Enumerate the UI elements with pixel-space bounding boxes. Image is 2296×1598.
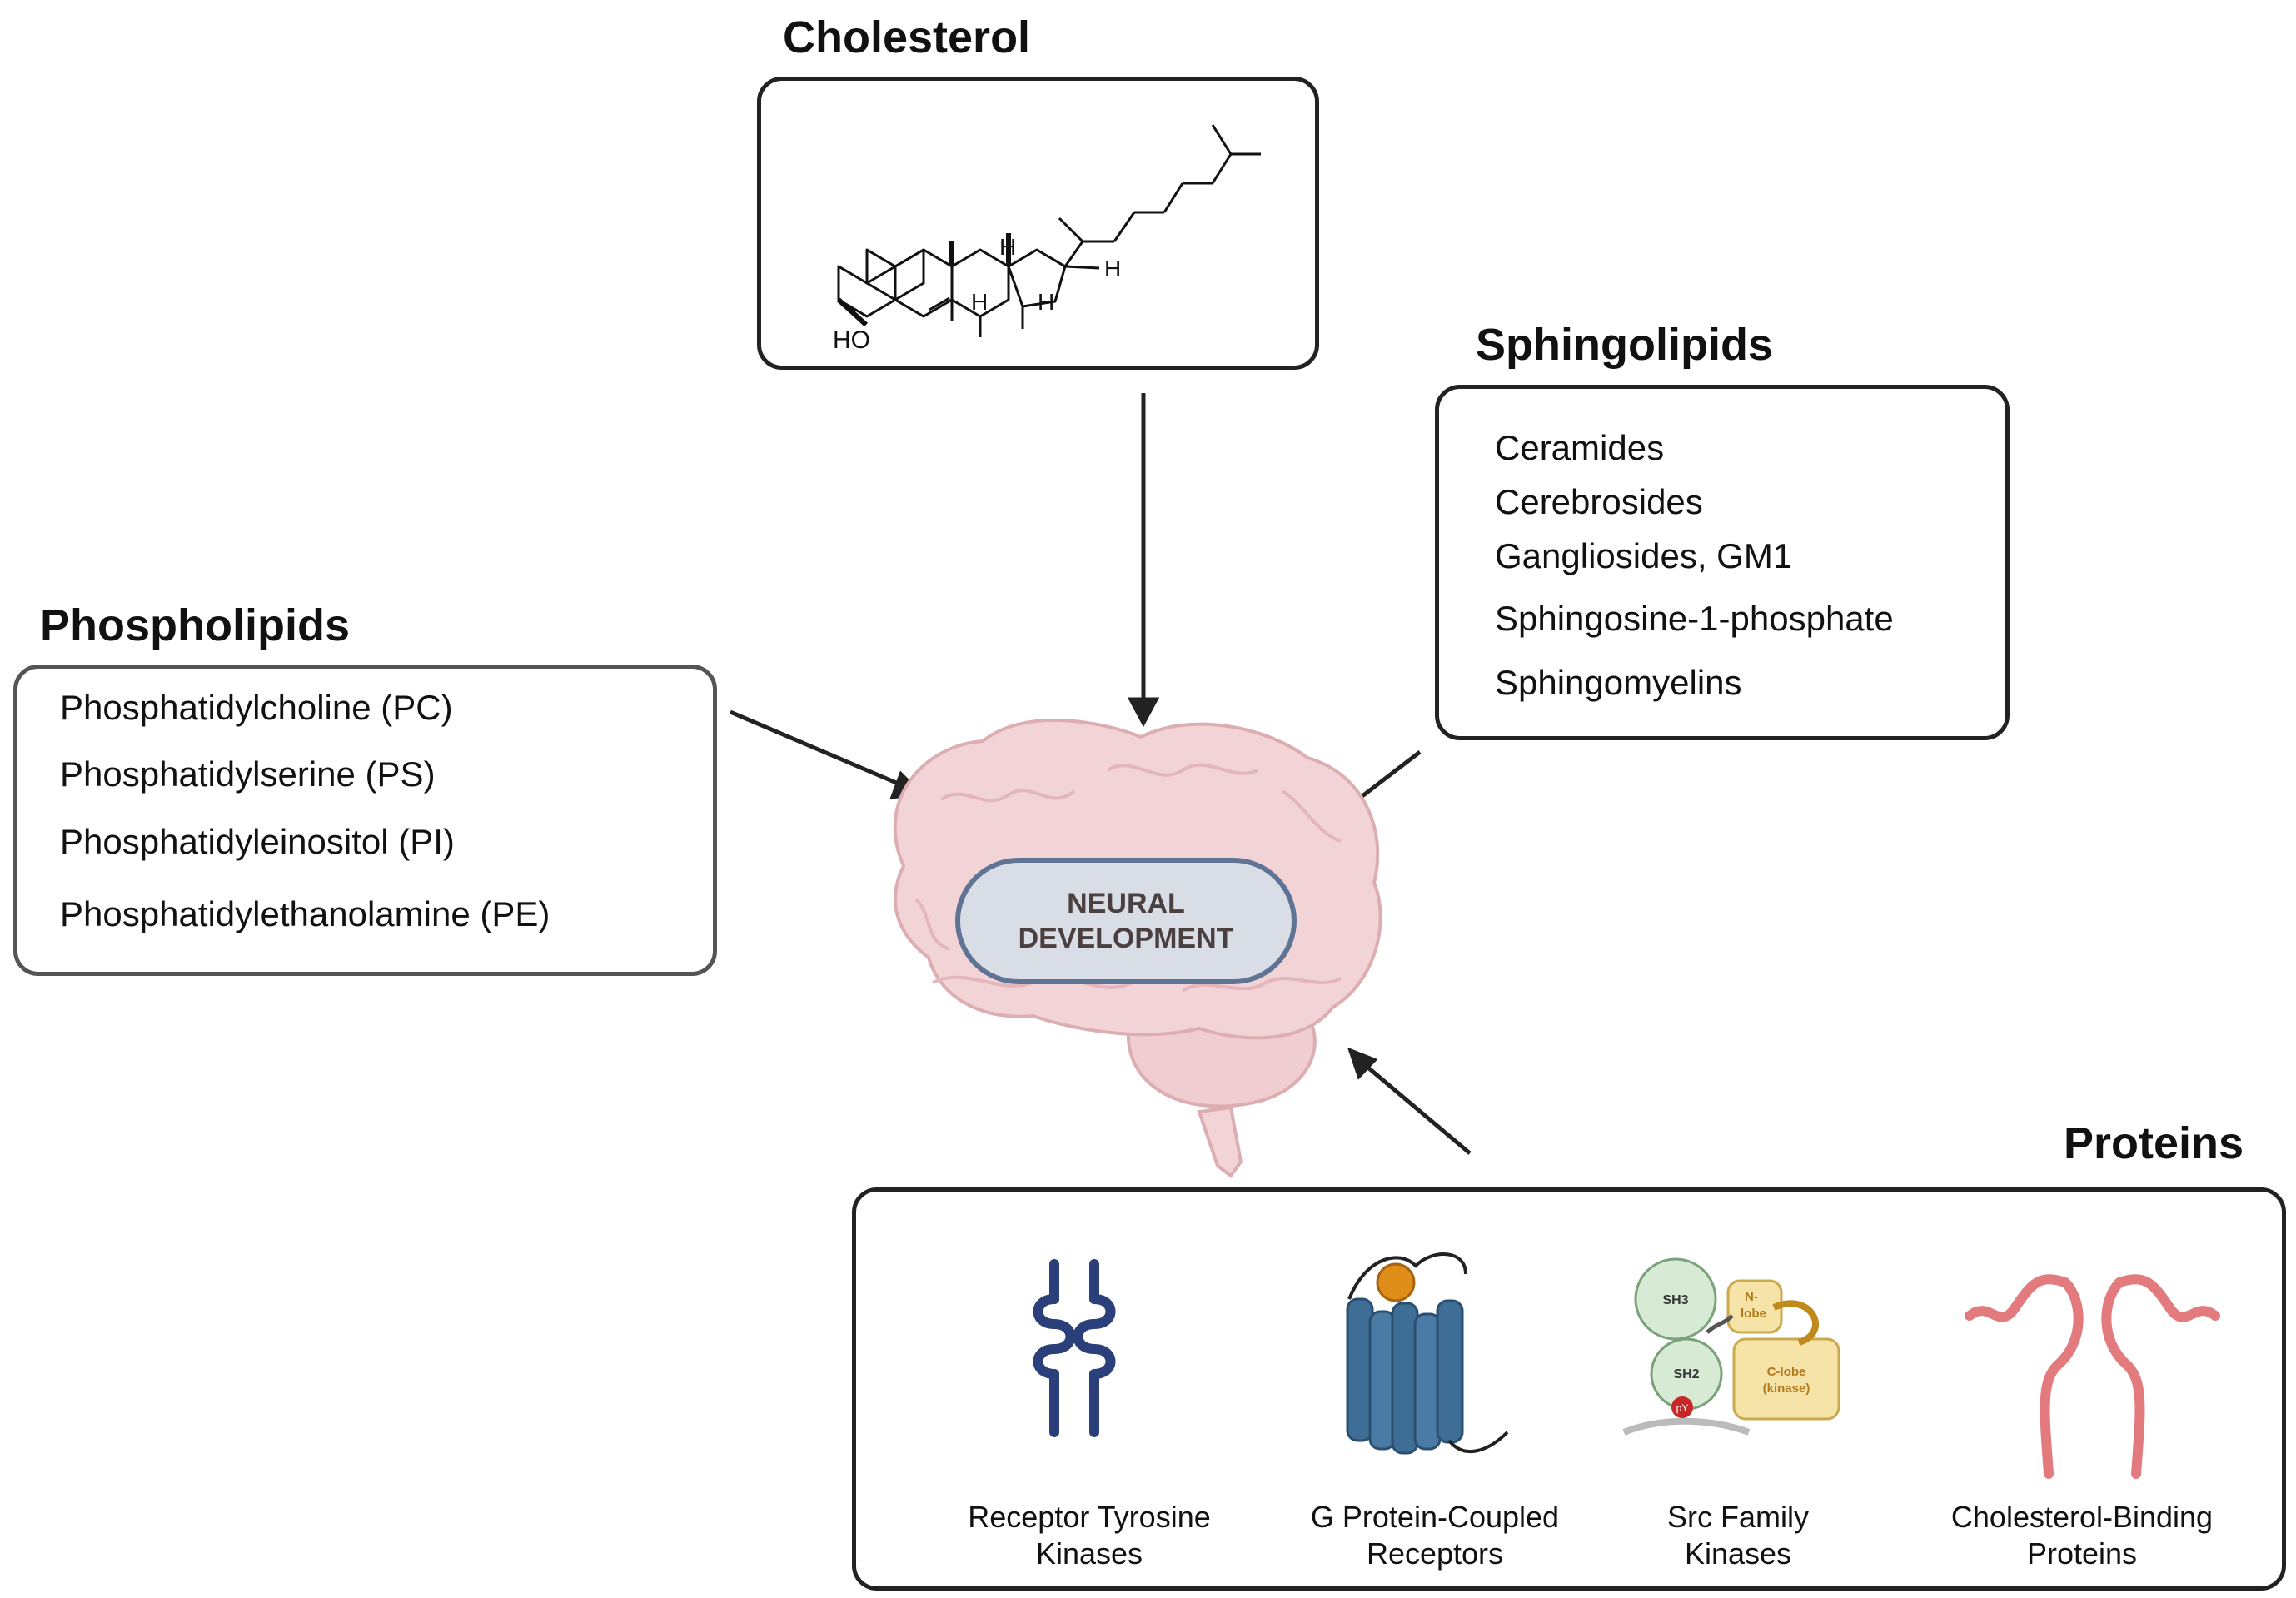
src-kinase-icon — [1622, 1257, 1840, 1436]
protein-label-line: Kinases — [1684, 1536, 1792, 1571]
sphingolipids-box — [1435, 385, 2010, 740]
sphingolipids-title: Sphingolipids — [1476, 320, 1773, 370]
protein-label-line: Receptors — [1366, 1536, 1504, 1571]
protein-label-line: Kinases — [1035, 1536, 1143, 1571]
receptor-tyrosine-kinase-icon — [1033, 1259, 1116, 1437]
ho-label: HO — [833, 326, 870, 354]
cholesterol-title: Cholesterol — [783, 12, 1031, 62]
protein-label-line: Proteins — [2026, 1536, 2138, 1571]
protein-label-line: Src Family — [1667, 1500, 1809, 1534]
proteins-title: Proteins — [2064, 1118, 2244, 1168]
protein-label-rtk: Receptor Tyrosine Kinases — [931, 1499, 1248, 1572]
h-label: H — [971, 289, 988, 315]
center-label-line2: DEVELOPMENT — [1019, 923, 1234, 954]
arrow-proteins — [1347, 1047, 1472, 1155]
cholesterol-structure — [836, 124, 1261, 337]
gpcr-icon — [1346, 1252, 1509, 1455]
sphingolipid-item: Sphingosine-1-phosphate — [1495, 599, 1894, 638]
arrow-phospholipids — [730, 709, 924, 800]
brain-illustration — [893, 718, 1382, 1178]
nlobe-label-2: lobe — [1741, 1307, 1766, 1321]
cholesterol-box — [757, 77, 1319, 370]
sphingolipid-item: Ceramides — [1495, 428, 1665, 467]
protein-label-line: Receptor Tyrosine — [968, 1500, 1211, 1534]
phospholipid-item: Phosphatidylethanolamine (PE) — [60, 894, 550, 933]
neural-development-pill — [955, 858, 1297, 984]
sh2-label: SH2 — [1673, 1367, 1699, 1381]
protein-label-cbp: Cholesterol-Binding Proteins — [1924, 1499, 2240, 1572]
h-label: H — [1104, 256, 1121, 281]
phospholipid-item: Phosphatidylcholine (PC) — [60, 688, 453, 727]
nlobe-label-1: N- — [1745, 1290, 1758, 1304]
clobe-label-1: C-lobe — [1767, 1365, 1806, 1379]
brain-stem — [1197, 1105, 1243, 1178]
center-label-line1: NEURAL — [1067, 888, 1185, 919]
ligand-ball — [1376, 1262, 1416, 1302]
h-label: H — [999, 234, 1016, 260]
arrow-cholesterol — [1127, 393, 1160, 728]
phospholipids-box — [13, 665, 717, 976]
phospholipid-item: Phosphatidylserine (PS) — [60, 754, 436, 794]
protein-label-line: Cholesterol-Binding — [1950, 1500, 2214, 1534]
protein-label-gpcr: G Protein-Coupled Receptors — [1277, 1499, 1593, 1572]
h-label: H — [1038, 289, 1054, 315]
sphingolipid-item: Sphingomyelins — [1495, 663, 1742, 702]
protein-label-line: G Protein-Coupled — [1310, 1500, 1560, 1534]
protein-label-src: Src Family Kinases — [1580, 1499, 1896, 1572]
cholesterol-binding-protein-icon — [1965, 1274, 2220, 1479]
sphingolipid-item: Gangliosides, GM1 — [1495, 536, 1793, 575]
py-label: pY — [1676, 1402, 1689, 1414]
phospholipids-title: Phospholipids — [40, 600, 350, 650]
phospholipid-item: Phosphatidyleinositol (PI) — [60, 822, 455, 861]
sh3-label: SH3 — [1662, 1293, 1688, 1307]
clobe-label-2: (kinase) — [1763, 1381, 1810, 1396]
sphingolipid-item: Cerebrosides — [1495, 482, 1703, 521]
